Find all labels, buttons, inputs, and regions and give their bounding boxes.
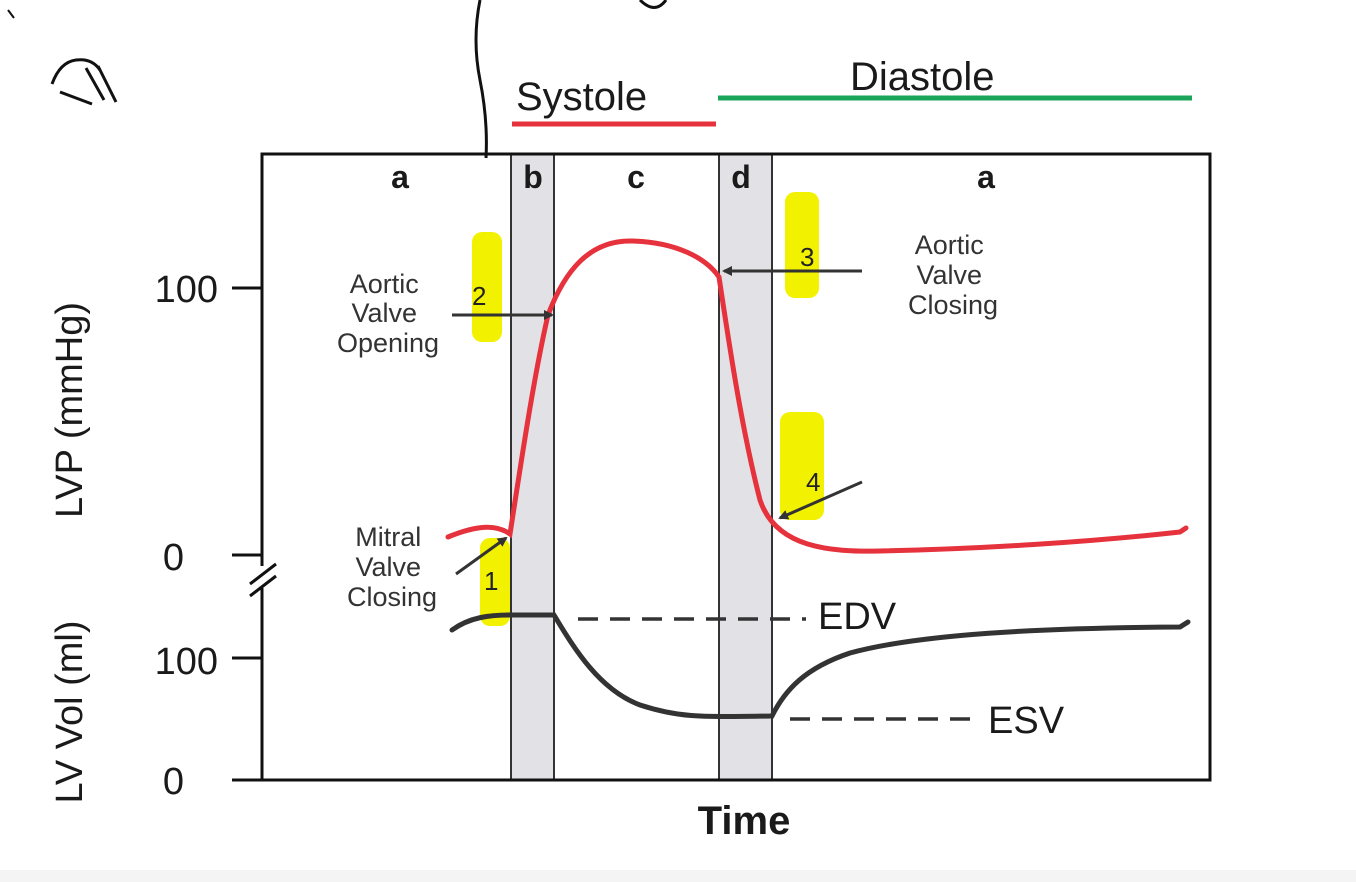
phase-band-d — [718, 153, 773, 781]
lvp-tick-label-100: 100 — [155, 269, 218, 311]
plot-frame — [260, 152, 1212, 782]
diastole-label: Diastole — [850, 55, 995, 99]
lvp-curve — [445, 238, 1189, 554]
aortic-opening-label: Aortic Valve Opening — [337, 269, 439, 358]
handwritten-scribble — [50, 58, 118, 106]
time-axis-label: Time — [698, 799, 791, 843]
volume-curve — [449, 612, 1191, 720]
highlight-marker-1 — [480, 538, 510, 626]
lvp-tick-label-0: 0 — [163, 537, 184, 579]
handwritten-stroke — [474, 0, 488, 159]
phase-label-b: b — [523, 159, 543, 195]
marker-number-4: 4 — [806, 467, 820, 497]
handwritten-stroke — [7, 9, 15, 19]
marker-number-1: 1 — [484, 566, 498, 596]
vol-tick-label-100: 100 — [155, 641, 218, 683]
vol-tick-label-0: 0 — [163, 761, 184, 803]
mitral-closing-label: Mitral Valve Closing — [347, 522, 437, 612]
arrow-marker-4 — [778, 480, 863, 520]
edv-label: EDV — [818, 596, 897, 638]
lvp-axis-label: LVP (mmHg) — [49, 302, 91, 518]
arrow-mitral-closing — [455, 536, 508, 576]
systole-label: Systole — [516, 75, 647, 119]
handwritten-stroke — [638, 0, 668, 9]
marker-number-2: 2 — [472, 281, 486, 311]
bottom-strip — [0, 870, 1356, 882]
phase-label-d: d — [731, 159, 751, 195]
phase-label-a: a — [977, 159, 995, 195]
esv-label: ESV — [988, 700, 1065, 742]
phase-band-b — [510, 153, 555, 781]
marker-number-3: 3 — [800, 242, 814, 272]
lvvol-axis-label: LV Vol (ml) — [49, 620, 91, 803]
axis-break-mark — [249, 562, 277, 586]
highlight-marker-4 — [780, 412, 824, 520]
axis-break-mark — [249, 574, 277, 598]
aortic-closing-label: Aortic Valve Closing — [908, 230, 998, 320]
phase-label-a: a — [391, 159, 409, 195]
phase-label-c: c — [627, 159, 645, 195]
